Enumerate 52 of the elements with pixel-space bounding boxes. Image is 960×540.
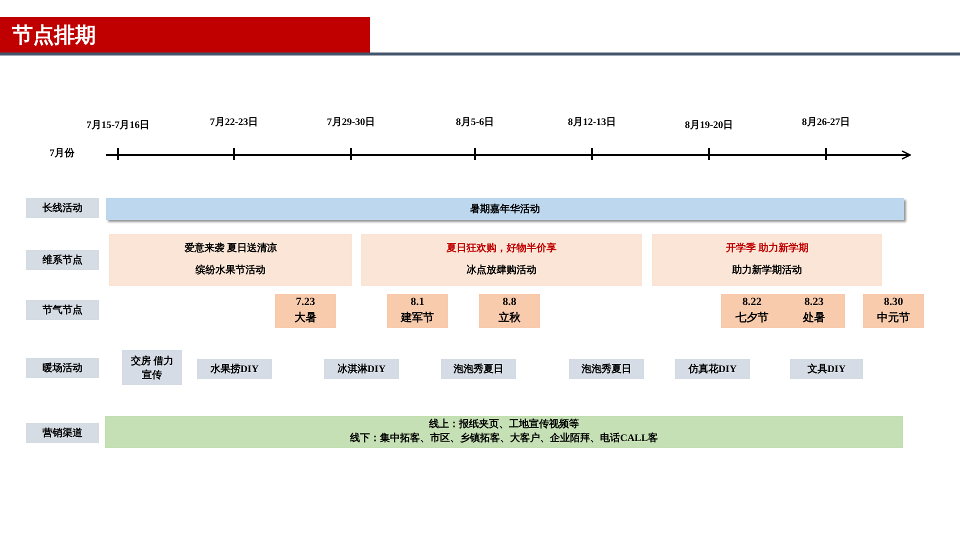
title-banner: 节点排期 xyxy=(0,17,370,53)
row-header: 暖场活动 xyxy=(26,358,99,378)
card-text: 中元节 xyxy=(877,312,910,326)
date-card xyxy=(721,294,783,328)
activity-tag: 交房 借力宣传 xyxy=(122,350,182,385)
event-card xyxy=(361,234,642,286)
card-heading: 8.30 xyxy=(884,296,904,310)
date-card xyxy=(275,294,336,328)
date-label: 8月19-20日 xyxy=(684,119,734,132)
card-text: 冰点放肆购活动 xyxy=(466,265,536,278)
date-card xyxy=(783,294,845,328)
activity-tag: 水果捞DIY xyxy=(197,359,272,379)
card-text: 立秋 xyxy=(498,312,520,326)
row-header: 节气节点 xyxy=(26,300,99,320)
card-text: 七夕节 xyxy=(736,312,768,326)
activity-tag: 仿真花DIY xyxy=(675,359,750,379)
date-label: 8月26-27日 xyxy=(802,116,850,129)
row-header: 维系节点 xyxy=(26,250,99,270)
card-text: 处暑 xyxy=(803,312,825,326)
card-text: 缤纷水果节活动 xyxy=(196,265,266,278)
card-heading: 线上：报纸夹页、工地宣传视频等 xyxy=(429,418,579,431)
card-heading: 7.23 xyxy=(296,296,316,310)
activity-tag: 文具DIY xyxy=(790,359,863,379)
event-card xyxy=(652,234,882,286)
date-card xyxy=(479,294,540,328)
card-heading: 夏日狂欢购，好物半价享 xyxy=(446,242,556,255)
date-label: 7月22-23日 xyxy=(210,116,258,129)
row-header: 营销渠道 xyxy=(26,423,99,443)
date-label: 7月15-7月16日 xyxy=(86,119,150,132)
month-label: 7月份 xyxy=(50,146,74,160)
card-heading: 8.8 xyxy=(502,296,516,310)
card-heading: 开学季 助力新学期 xyxy=(726,242,808,255)
activity-tag: 泡泡秀夏日 xyxy=(569,359,644,379)
card-heading: 爱意来袭 夏日送清凉 xyxy=(184,242,277,255)
activity-tag: 冰淇淋DIY xyxy=(324,359,399,379)
date-label: 8月5-6日 xyxy=(456,116,494,129)
date-card xyxy=(863,294,924,328)
row-header: 长线活动 xyxy=(26,198,99,218)
card-heading: 8.22 xyxy=(742,296,762,310)
card-text: 线下：集中拓客、市区、乡镇拓客、大客户、企业陌拜、电话CALL客 xyxy=(350,433,658,446)
date-label: 7月29-30日 xyxy=(326,116,376,129)
card-heading: 8.1 xyxy=(410,296,424,310)
activity-bar: 暑期嘉年华活动 xyxy=(106,198,904,220)
activity-tag: 泡泡秀夏日 xyxy=(441,359,516,379)
event-card xyxy=(109,234,352,286)
date-label: 8月12-13日 xyxy=(568,116,616,129)
date-card xyxy=(387,294,448,328)
channel-bar xyxy=(105,416,903,448)
card-text: 大暑 xyxy=(294,312,316,326)
card-text: 建军节 xyxy=(401,312,434,326)
card-text: 助力新学期活动 xyxy=(732,265,802,278)
card-heading: 8.23 xyxy=(804,296,824,310)
